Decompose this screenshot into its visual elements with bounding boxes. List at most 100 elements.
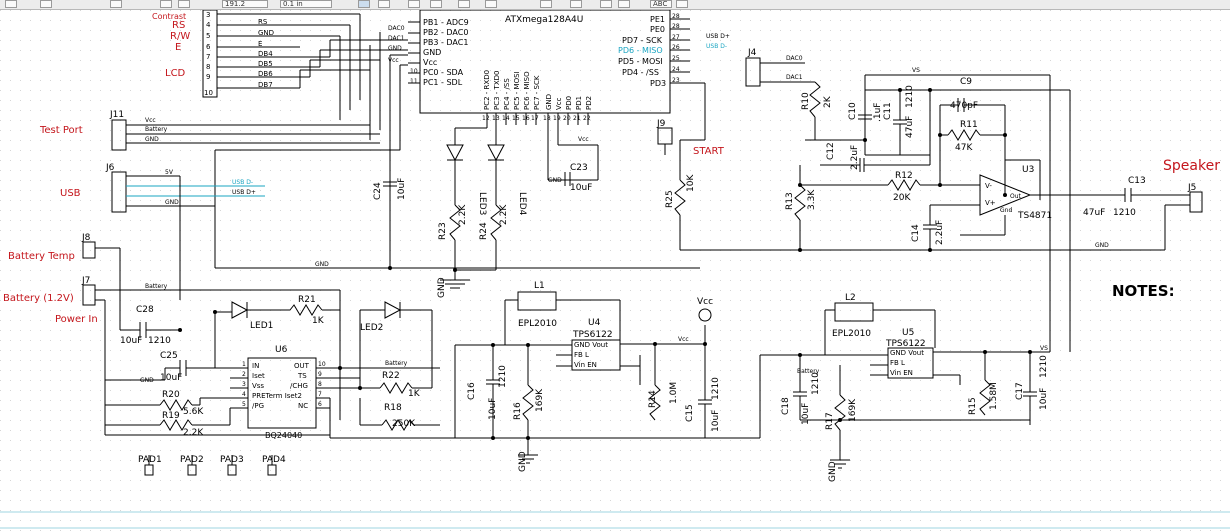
r10[interactable] bbox=[809, 81, 821, 118]
j6-connector[interactable] bbox=[111, 171, 215, 213]
ref-designator: L1 bbox=[534, 281, 545, 291]
r18[interactable] bbox=[381, 419, 415, 431]
component-package: 1210 bbox=[711, 377, 721, 400]
ref-designator: C10 bbox=[848, 102, 858, 120]
r24[interactable] bbox=[490, 204, 502, 241]
component-value: 10uF bbox=[711, 410, 721, 432]
u5-boost-ic[interactable] bbox=[887, 347, 934, 379]
net-label: DB5 bbox=[258, 60, 273, 68]
lcd-connector[interactable] bbox=[202, 10, 408, 120]
zoom-select[interactable]: 191.2 bbox=[222, 0, 268, 8]
l2-inductor[interactable] bbox=[834, 302, 874, 322]
component-value: 47uF bbox=[905, 116, 915, 138]
pin-number: 24 bbox=[672, 66, 680, 73]
tool-icon[interactable] bbox=[40, 0, 52, 8]
part-icon[interactable] bbox=[458, 0, 470, 8]
u3-amplifier[interactable] bbox=[979, 174, 1032, 216]
pin-number: 9 bbox=[206, 73, 210, 81]
part-icon[interactable] bbox=[430, 0, 442, 8]
net-label: DAC0 bbox=[388, 25, 405, 32]
r21[interactable] bbox=[289, 304, 323, 316]
schematic-canvas[interactable]: 3 4 5 6 7 8 9 10 RS GND E DB4 DB5 DB6 DB… bbox=[0, 10, 1230, 532]
mcu-pin-label: PC3 - TXD0 bbox=[493, 71, 501, 110]
led3[interactable] bbox=[446, 144, 464, 205]
part-number: TPS6122 bbox=[572, 330, 613, 340]
ic-pin-label: FB L bbox=[574, 351, 589, 359]
pad1[interactable] bbox=[144, 455, 154, 476]
component-package: 1210 bbox=[498, 365, 508, 388]
mcu-pin-label: PC6 - MISO bbox=[523, 71, 531, 110]
j4-connector[interactable] bbox=[745, 57, 761, 87]
pointer-icon[interactable] bbox=[358, 0, 370, 8]
net-label: DB6 bbox=[258, 70, 273, 78]
component-value: 10uF bbox=[801, 403, 811, 425]
r20[interactable] bbox=[159, 399, 193, 411]
r17[interactable] bbox=[834, 394, 846, 431]
part-icon[interactable] bbox=[408, 0, 420, 8]
ic-pin-label: V+ bbox=[985, 199, 996, 207]
component-value: 250K bbox=[392, 419, 416, 429]
pad2[interactable] bbox=[187, 455, 197, 476]
j11-connector[interactable] bbox=[111, 119, 380, 151]
pad4[interactable] bbox=[267, 455, 277, 476]
net-label: GND bbox=[1095, 242, 1109, 249]
tool-icon[interactable] bbox=[600, 0, 612, 8]
component-value: 1K bbox=[312, 316, 325, 326]
pin-number: 26 bbox=[672, 44, 680, 51]
image-icon[interactable] bbox=[676, 0, 688, 8]
tool-icon[interactable] bbox=[618, 0, 630, 8]
pin-number: 16 bbox=[522, 115, 530, 122]
r14[interactable] bbox=[649, 384, 661, 421]
component-package: 1210 bbox=[1113, 208, 1136, 218]
tool-icon[interactable] bbox=[570, 0, 582, 8]
r15[interactable] bbox=[979, 379, 991, 416]
pad-label: PAD1 bbox=[138, 455, 162, 465]
l1-inductor[interactable] bbox=[517, 291, 557, 311]
pin-number: 20 bbox=[563, 115, 571, 122]
undo-icon[interactable] bbox=[110, 0, 122, 8]
pin-number: 19 bbox=[553, 115, 561, 122]
j7-connector[interactable] bbox=[82, 284, 340, 306]
component-value: 10uF bbox=[1039, 388, 1049, 410]
r11[interactable] bbox=[947, 129, 981, 141]
grid-select[interactable]: 0.1 in bbox=[280, 0, 332, 8]
net-label: GND bbox=[165, 199, 179, 206]
r23[interactable] bbox=[449, 204, 461, 241]
pin-number: 7 bbox=[206, 53, 210, 61]
ref-designator: C13 bbox=[1128, 176, 1146, 186]
r22[interactable] bbox=[379, 382, 413, 394]
mcu-pin-label: PB2 - DAC0 bbox=[423, 28, 468, 37]
component-value: 2.2uF bbox=[935, 220, 945, 245]
pin-number: 10 bbox=[318, 361, 326, 368]
net-label: VS bbox=[1040, 345, 1048, 352]
component-value: 470pF bbox=[950, 101, 978, 111]
pin-number: 7 bbox=[318, 391, 322, 398]
pad3[interactable] bbox=[227, 455, 237, 476]
u6-charger-ic[interactable] bbox=[247, 357, 317, 429]
net-label: DB4 bbox=[258, 50, 273, 58]
toolbar: 191.2 0.1 in ABC bbox=[0, 0, 1230, 10]
wire-icon[interactable] bbox=[485, 0, 497, 8]
ref-designator: C25 bbox=[160, 351, 178, 361]
j8-connector[interactable] bbox=[82, 241, 121, 330]
zoom-out-icon[interactable] bbox=[178, 0, 190, 8]
tool-icon[interactable] bbox=[540, 0, 552, 8]
net-label: GND bbox=[828, 461, 838, 482]
r25[interactable] bbox=[674, 179, 686, 216]
led4[interactable] bbox=[487, 144, 505, 205]
ref-designator: R21 bbox=[298, 295, 316, 305]
zoom-in-icon[interactable] bbox=[160, 0, 172, 8]
pin-number: 8 bbox=[318, 381, 322, 388]
r16[interactable] bbox=[522, 384, 534, 421]
tool-icon[interactable] bbox=[5, 0, 17, 8]
ic-pin-label: Vss bbox=[252, 382, 264, 390]
add-icon[interactable] bbox=[378, 0, 390, 8]
mcu-ic[interactable] bbox=[408, 10, 706, 141]
text-tool-icon[interactable]: ABC bbox=[650, 0, 672, 8]
r19[interactable] bbox=[159, 419, 193, 431]
j5-connector[interactable] bbox=[1189, 191, 1203, 213]
r13[interactable] bbox=[794, 184, 806, 221]
ref-designator: R23 bbox=[438, 222, 448, 240]
r12[interactable] bbox=[887, 179, 921, 191]
